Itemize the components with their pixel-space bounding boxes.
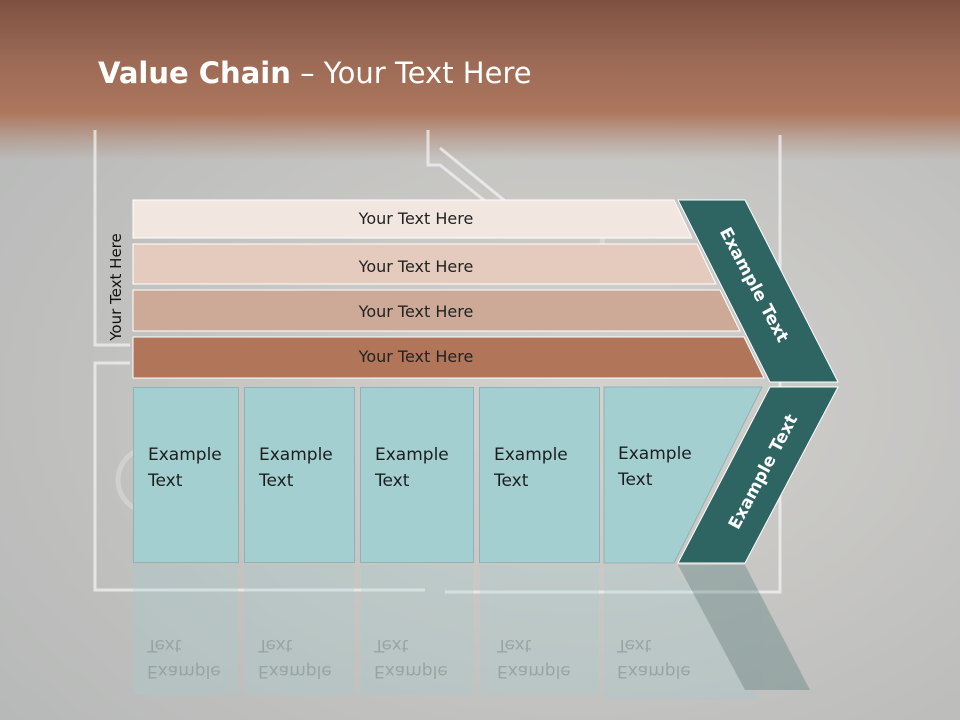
row-bar-2[interactable]: [132, 243, 717, 285]
box-4-reflection: Example Text: [497, 635, 571, 681]
box-5-label: Example Text: [618, 444, 692, 490]
box-1-label: Example Text: [148, 445, 222, 491]
box-2-reflection: Example Text: [258, 635, 332, 681]
row-label-3: Your Text Here: [358, 302, 474, 321]
row-bar-1[interactable]: [132, 199, 693, 239]
box-5[interactable]: Example Text: [604, 387, 754, 563]
row-label-2: Your Text Here: [358, 257, 474, 276]
box-3-reflection: Example Text: [374, 635, 448, 681]
row-label-4: Your Text Here: [358, 347, 474, 366]
box-3[interactable]: Example Text: [360, 387, 474, 563]
title-rest: – Your Text Here: [290, 56, 532, 90]
row-bar-4[interactable]: [132, 336, 765, 379]
box-4[interactable]: Example Text: [479, 387, 600, 563]
box-1-reflection: Example Text: [147, 635, 221, 681]
box-2[interactable]: Example Text: [244, 387, 355, 563]
box-5-shape[interactable]: [603, 386, 763, 564]
row-label-1: Your Text Here: [358, 209, 474, 228]
chevron-lower[interactable]: [677, 386, 839, 564]
title-bold: Value Chain: [98, 56, 291, 90]
box-4-label: Example Text: [494, 445, 568, 491]
box-2-label: Example Text: [259, 445, 333, 491]
box-3-label: Example Text: [375, 445, 449, 491]
box-1[interactable]: Example Text: [133, 387, 239, 563]
page-title: Value Chain – Your Text Here: [98, 56, 532, 90]
title-band: [0, 0, 960, 160]
row-bar-3[interactable]: [132, 289, 741, 332]
chevron-upper[interactable]: [677, 199, 839, 383]
box-5-reflection: Example Text: [617, 635, 691, 681]
